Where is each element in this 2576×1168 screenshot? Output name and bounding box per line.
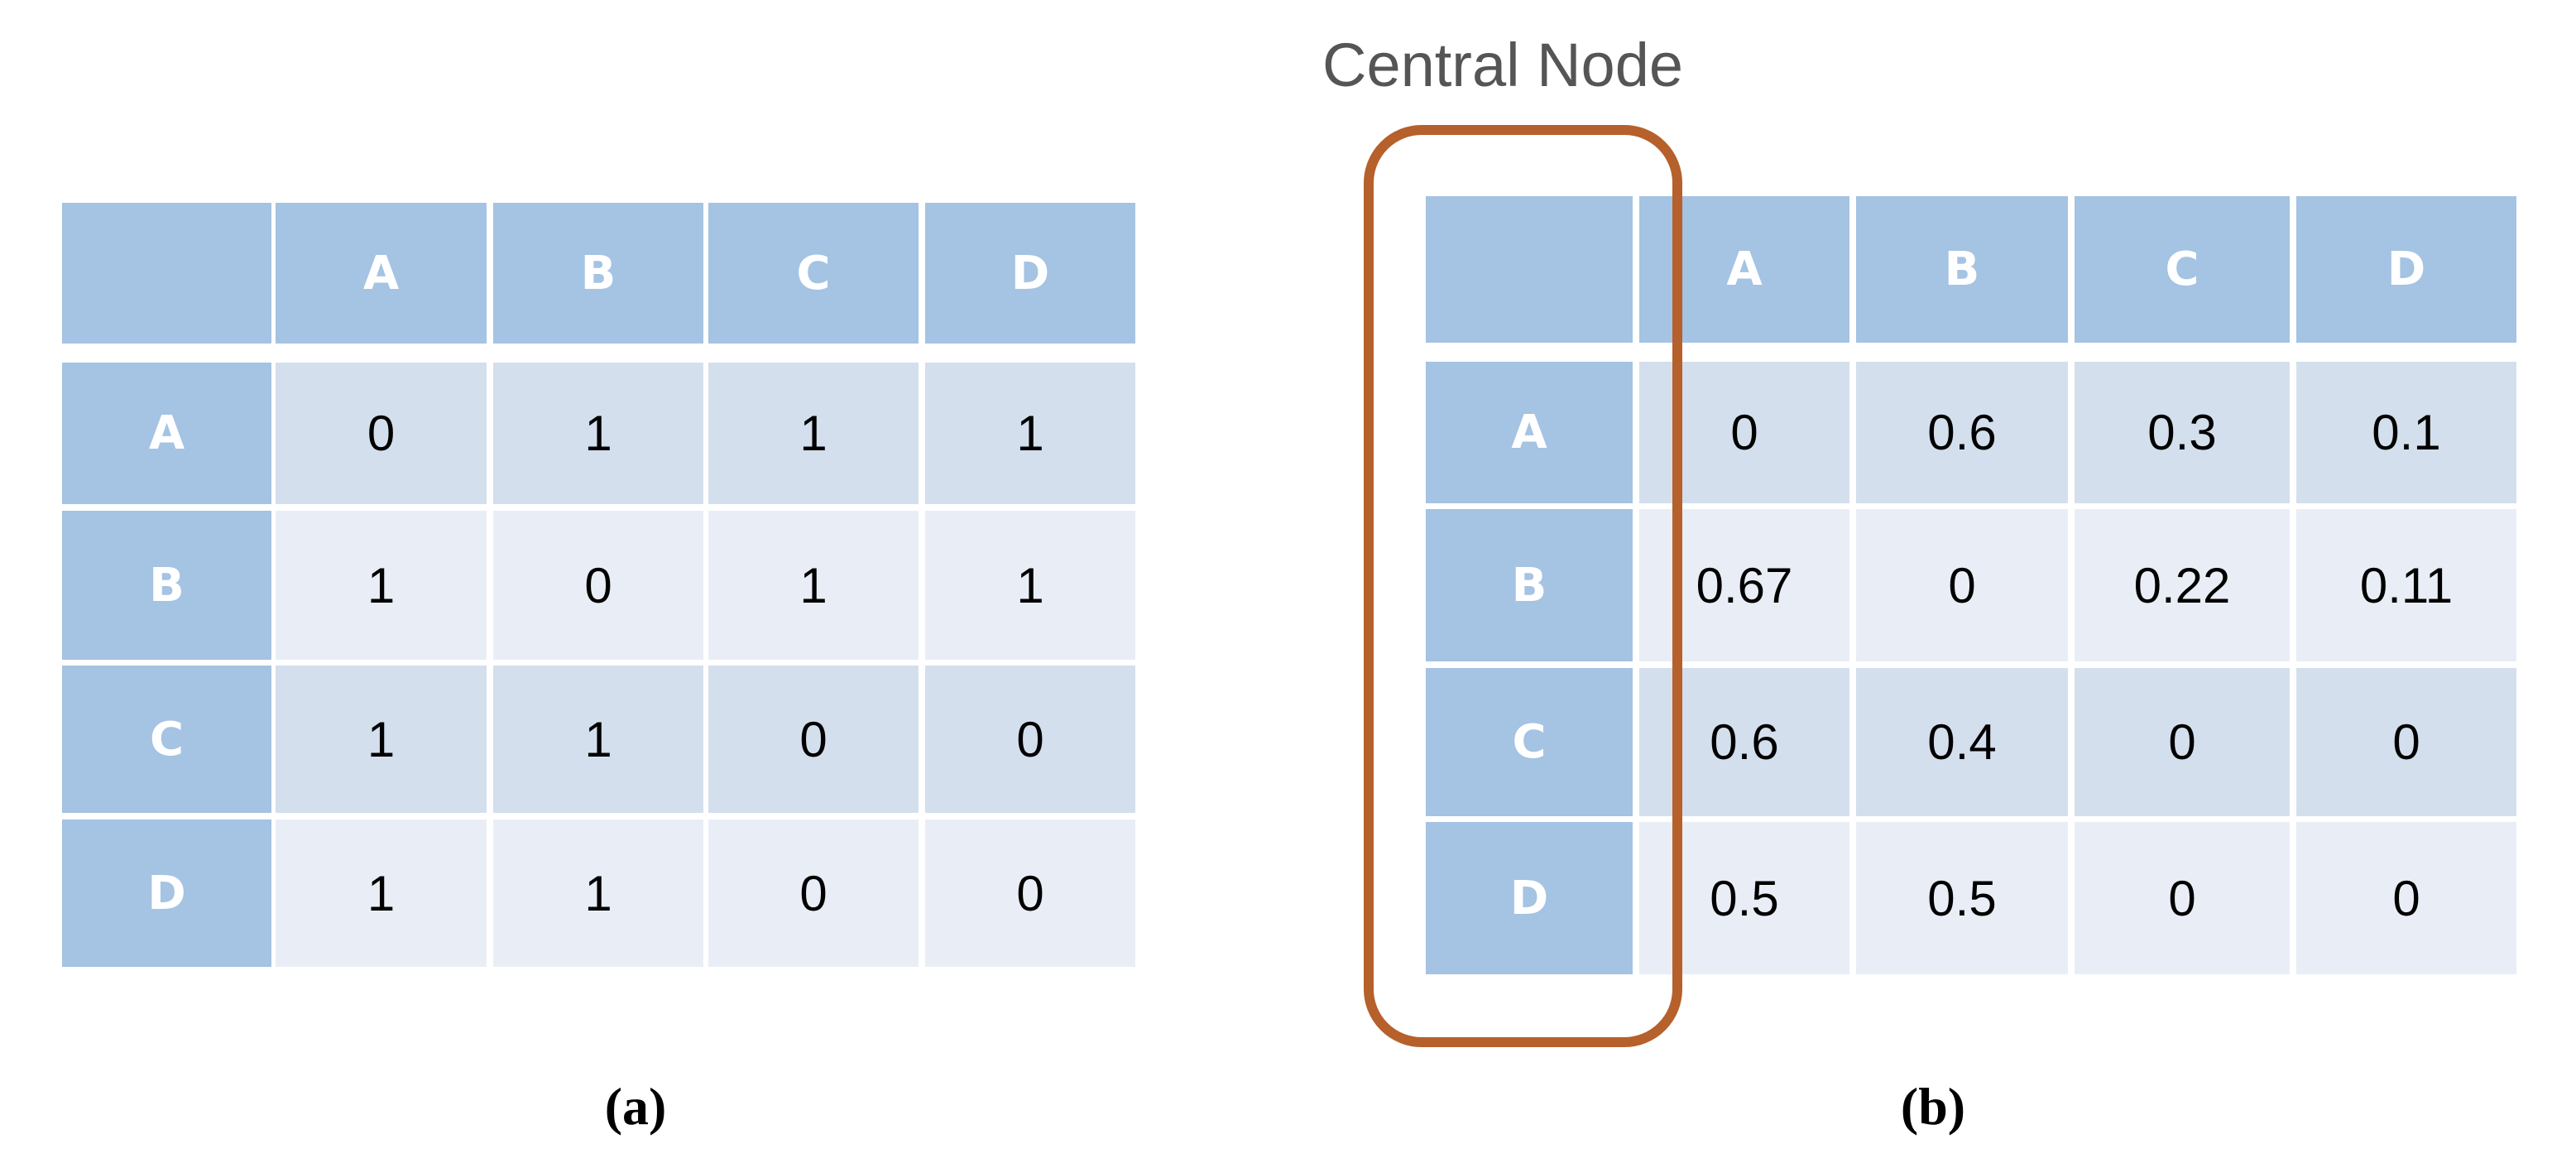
column-header-cell: D <box>925 203 1135 344</box>
matrix-value-cell: 1 <box>493 363 703 504</box>
matrix-value-cell: 0 <box>2296 668 2516 816</box>
matrix-value-cell: 0 <box>2075 668 2290 816</box>
matrix-value-cell: 0.22 <box>2075 509 2290 661</box>
matrix-value-cell: 1 <box>276 666 487 813</box>
column-header-cell: C <box>708 203 919 344</box>
matrix-value-cell: 0 <box>925 820 1135 967</box>
matrix-value-cell: 0.11 <box>2296 509 2516 661</box>
column-header-cell: B <box>1856 196 2068 343</box>
corner-header-cell <box>62 203 271 344</box>
caption-b: (b) <box>1900 1077 1966 1136</box>
matrix-value-cell: 1 <box>276 820 487 967</box>
matrix-value-cell: 1 <box>276 511 487 660</box>
matrix-value-cell: 0 <box>1856 509 2068 661</box>
matrix-value-cell: 0 <box>925 666 1135 813</box>
matrix-value-cell: 0.1 <box>2296 362 2516 503</box>
corner-header-cell <box>1426 196 1633 343</box>
matrix-value-cell: 0.5 <box>1856 822 2068 974</box>
matrix-value-cell: 1 <box>925 511 1135 660</box>
matrix-value-cell: 1 <box>925 363 1135 504</box>
central-node-label: Central Node <box>1322 31 1684 99</box>
matrix-value-cell: 1 <box>708 363 919 504</box>
row-header-cell: B <box>62 511 271 660</box>
matrix-value-cell: 0 <box>2075 822 2290 974</box>
column-header-cell: D <box>2296 196 2516 343</box>
column-header-cell: A <box>276 203 487 344</box>
row-header-cell: C <box>62 666 271 813</box>
matrix-value-cell: 0 <box>708 666 919 813</box>
row-header-cell: D <box>62 820 271 967</box>
row-header-cell: C <box>1426 668 1633 816</box>
matrix-value-cell: 0.6 <box>1856 362 2068 503</box>
row-header-cell: A <box>1426 362 1633 503</box>
matrix-value-cell: 1 <box>493 666 703 813</box>
row-header-cell: A <box>62 363 271 504</box>
caption-a: (a) <box>604 1077 667 1136</box>
column-header-cell: B <box>493 203 703 344</box>
matrix-value-cell: 1 <box>493 820 703 967</box>
matrix-value-cell: 0.3 <box>2075 362 2290 503</box>
matrix-value-cell: 0 <box>2296 822 2516 974</box>
matrix-value-cell: 0.4 <box>1856 668 2068 816</box>
row-header-cell: D <box>1426 822 1633 974</box>
row-header-cell: B <box>1426 509 1633 661</box>
matrix-value-cell: 0 <box>276 363 487 504</box>
column-header-cell: C <box>2075 196 2290 343</box>
matrix-value-cell: 0 <box>493 511 703 660</box>
matrix-value-cell: 0 <box>708 820 919 967</box>
central-node-highlight-box <box>1364 125 1682 1047</box>
matrix-value-cell: 1 <box>708 511 919 660</box>
